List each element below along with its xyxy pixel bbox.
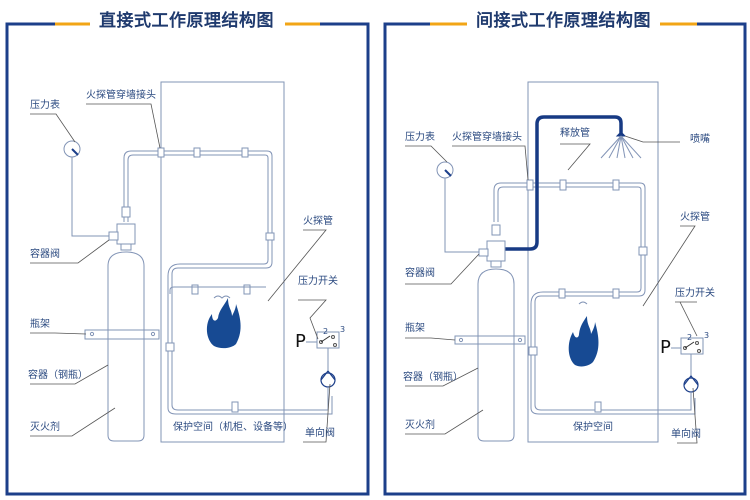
label-terminal-3: 3 — [704, 331, 710, 340]
label-pressure-switch: 压力开关 — [298, 276, 338, 287]
pipe-clamp — [558, 288, 566, 299]
label-release-pipe: 释放管 — [560, 128, 590, 139]
label-bottle-rack: 瓶架 — [30, 319, 50, 330]
label-container-valve: 容器阀 — [405, 268, 435, 279]
label-detection-tube: 火探管 — [303, 216, 333, 227]
label-protected-space: 保护空间（机柜、设备等） — [173, 422, 293, 433]
pipe-clamp — [594, 401, 602, 413]
label-pressure-switch: 压力开关 — [675, 288, 715, 299]
container-valve — [478, 224, 506, 268]
label-protected-space: 保护空间 — [573, 422, 613, 433]
heat-icon — [578, 301, 588, 305]
label-agent: 灭火剂 — [30, 422, 60, 433]
flame-icon — [206, 298, 241, 349]
leader-lines — [405, 135, 698, 444]
label-wall-connector: 火探管穿墙接头 — [86, 90, 156, 101]
label-p-symbol: P — [660, 337, 671, 358]
label-check-valve: 单向阀 — [305, 428, 335, 439]
pipe-clamp — [241, 147, 249, 158]
steel-cylinder — [477, 268, 515, 442]
pipe-clamp — [243, 284, 251, 295]
label-container: 容器（钢瓶） — [28, 370, 88, 381]
pipe-clamp — [612, 288, 620, 299]
pipe-clamp — [528, 346, 538, 356]
pipe-clamp — [231, 401, 239, 413]
pipe-clamp — [638, 246, 648, 256]
label-container-valve: 容器阀 — [30, 249, 60, 260]
label-agent: 灭火剂 — [405, 420, 435, 431]
pressure-switch — [306, 331, 340, 370]
label-p-symbol: P — [295, 331, 306, 352]
indirect-diagram-svg — [383, 22, 747, 496]
label-bottle-rack: 瓶架 — [405, 323, 425, 334]
detection-tube — [493, 182, 696, 415]
steel-cylinder — [107, 251, 145, 442]
pipe-clamp — [165, 342, 175, 352]
direct-diagram-panel: 直接式工作原理结构图 压力表 火探管穿墙接头 容器阀 火探管 压力开关 瓶架 容… — [5, 11, 370, 496]
label-terminal-3: 3 — [340, 325, 346, 334]
protected-space-box — [160, 81, 285, 443]
panel-title: 间接式工作原理结构图 — [476, 11, 651, 31]
pipe-clamp — [191, 284, 199, 295]
pipe-clamp — [612, 179, 620, 191]
check-valve-icon — [683, 375, 699, 398]
label-pressure-gauge: 压力表 — [405, 132, 435, 143]
label-container: 容器（钢瓶） — [403, 372, 463, 383]
bottle-rack — [84, 329, 160, 340]
heat-icon — [213, 295, 231, 299]
label-terminal-2: 2 — [687, 333, 693, 342]
flame-icon — [568, 316, 599, 367]
pipe-clamp — [559, 179, 567, 191]
label-wall-connector: 火探管穿墙接头 — [452, 132, 522, 143]
protected-space-box — [527, 81, 659, 443]
wall-connector — [526, 179, 534, 191]
label-nozzle: 喷嘴 — [690, 134, 710, 145]
detection-tube — [123, 150, 333, 415]
direct-diagram-svg — [5, 22, 370, 496]
label-pressure-gauge: 压力表 — [30, 100, 60, 111]
check-valve-icon — [320, 370, 336, 396]
leader-lines — [30, 103, 331, 443]
release-pipe — [502, 115, 623, 251]
label-check-valve: 单向阀 — [671, 429, 701, 440]
pressure-switch — [671, 337, 704, 376]
indirect-diagram-panel: 间接式工作原理结构图 压力表 火探管穿墙接头 释放管 喷嘴 容器阀 火探管 压力… — [375, 0, 750, 500]
container-valve — [108, 206, 136, 251]
pipe-clamp — [265, 232, 275, 241]
nozzle-icon — [600, 131, 642, 159]
label-terminal-2: 2 — [323, 327, 329, 336]
pipe-clamp — [193, 147, 201, 158]
panel-frame — [383, 22, 747, 496]
panel-frame — [5, 22, 370, 496]
wall-connector — [157, 147, 165, 158]
panel-title: 直接式工作原理结构图 — [99, 11, 274, 31]
label-detection-tube: 火探管 — [680, 212, 710, 223]
